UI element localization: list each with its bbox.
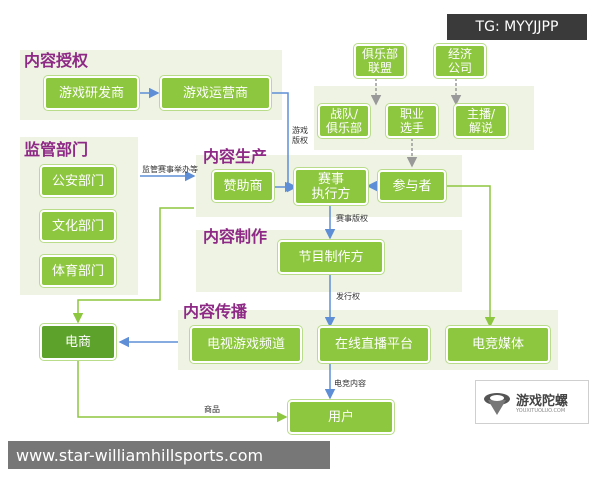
edge-label-goods: 商品 <box>204 405 220 414</box>
node-program-producer: 节目制作方 <box>278 240 384 274</box>
edge-label-event-rights: 赛事版权 <box>336 214 368 223</box>
node-esports-media: 电竞媒体 <box>446 326 550 363</box>
node-participant: 参与者 <box>378 170 446 202</box>
node-game-operator: 游戏运营商 <box>160 76 271 110</box>
youxituoluo-logo: 游戏陀螺 YOUXITUOLUO.COM <box>475 380 589 424</box>
node-sponsor: 赞助商 <box>212 170 274 202</box>
section-title-content-making: 内容制作 <box>203 227 268 246</box>
section-title-content-distribution: 内容传播 <box>183 302 248 321</box>
node-culture-dept: 文化部门 <box>40 210 116 242</box>
node-public-security: 公安部门 <box>40 165 116 197</box>
edge-label-regulation: 监管赛事举办等 <box>142 165 198 174</box>
edge-label-distribution-rights: 发行权 <box>336 292 360 301</box>
edge-label-esports-content: 电竞内容 <box>334 379 366 388</box>
node-club-league: 俱乐部 联盟 <box>354 44 406 78</box>
node-event-organizer: 赛事 执行方 <box>294 168 368 205</box>
node-game-developer: 游戏研发商 <box>44 76 139 110</box>
section-title-content-production: 内容生产 <box>203 147 268 166</box>
logo-name: 游戏陀螺 <box>516 394 569 409</box>
node-host-commentator: 主播/ 解说 <box>454 104 508 138</box>
node-team-club: 战队/ 俱乐部 <box>318 104 370 138</box>
section-title-regulators: 监管部门 <box>24 140 89 159</box>
section-title-content-rights: 内容授权 <box>24 51 89 70</box>
gyroscope-logo-icon <box>484 393 510 415</box>
node-sports-dept: 体育部门 <box>40 255 116 287</box>
logo-subtitle: YOUXITUOLUO.COM <box>516 408 566 414</box>
url-watermark: www.star-williamhillsports.com <box>8 441 330 469</box>
node-pro-player: 职业 选手 <box>386 104 438 138</box>
tg-watermark: TG: MYYJJPP <box>447 14 587 40</box>
node-user: 用户 <box>288 400 394 434</box>
edge-label-game-rights: 游戏 版权 <box>292 126 308 145</box>
node-tv-game-channel: 电视游戏频道 <box>190 326 302 363</box>
node-live-platform: 在线直播平台 <box>318 326 430 363</box>
node-ecommerce: 电商 <box>40 324 116 360</box>
node-economic-company: 经济 公司 <box>434 44 486 78</box>
